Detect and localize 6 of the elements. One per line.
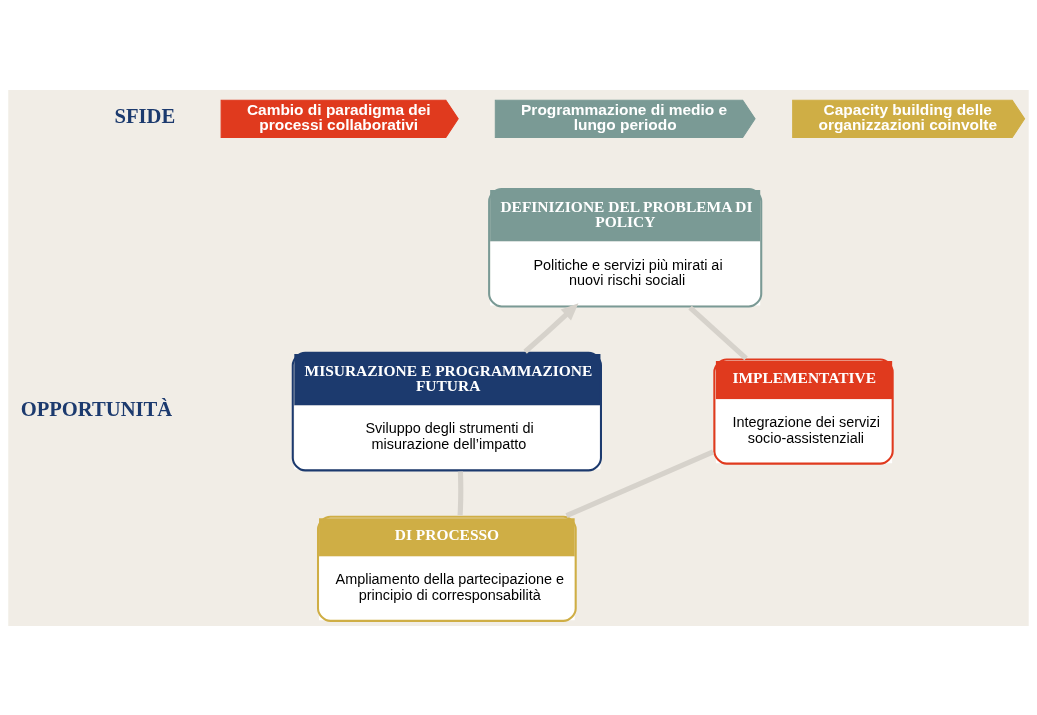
connector [457,471,464,516]
connector [688,305,748,360]
label: SFIDE [114,104,176,127]
arrow [523,302,579,354]
label: OPPORTUNITÀ [20,397,173,420]
connector [565,449,715,518]
